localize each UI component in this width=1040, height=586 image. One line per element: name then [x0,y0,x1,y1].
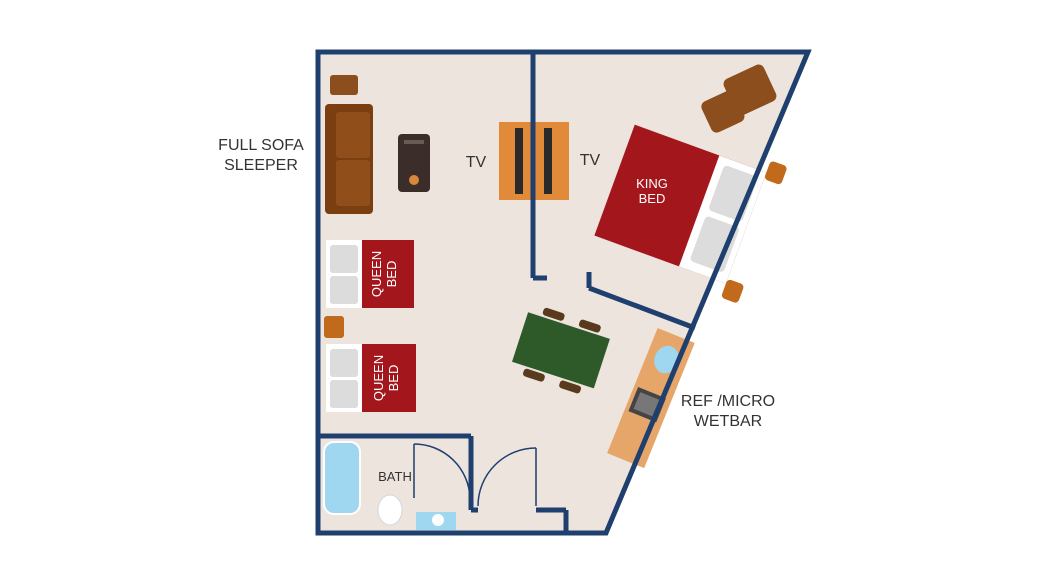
queen-bed-2-label-line1: QUEEN [371,354,386,402]
queen-bed-1 [326,240,414,308]
sofa-sleeper [325,104,373,214]
queen-bed-1-label-line2: BED [384,260,399,288]
wetbar-label-line2: WETBAR [693,413,763,430]
walls [315,49,812,536]
bath-fixtures [323,441,456,530]
sofa-label-line2: SLEEPER [224,157,298,174]
king-bed-label: KING BED [622,176,682,206]
wetbar-label-line1: REF /MICRO [680,393,776,410]
king-bed-label-line2: BED [638,191,666,206]
tv-right-label: TV [579,152,601,169]
armchairs [701,64,777,133]
bath-label: BATH [378,469,412,484]
tv-left-label: TV [465,154,487,171]
doors [413,443,537,507]
queen-bed-1-label: QUEEN BED [369,242,399,306]
queen-bed-2 [326,344,416,412]
queen-bed-1-label-line1: QUEEN [369,250,384,298]
rug [330,75,358,95]
side-table [398,134,430,192]
sofa-label: FULL SOFA SLEEPER [206,136,316,176]
queen-bed-2-label-line2: BED [386,364,401,392]
wetbar-label: REF /MICRO WETBAR [666,392,790,432]
queen-bed-2-label: QUEEN BED [371,346,401,410]
king-bed-label-line1: KING [636,176,668,191]
nightstand [324,316,344,338]
sofa-label-line1: FULL SOFA [218,137,304,154]
dining-table [512,307,610,394]
